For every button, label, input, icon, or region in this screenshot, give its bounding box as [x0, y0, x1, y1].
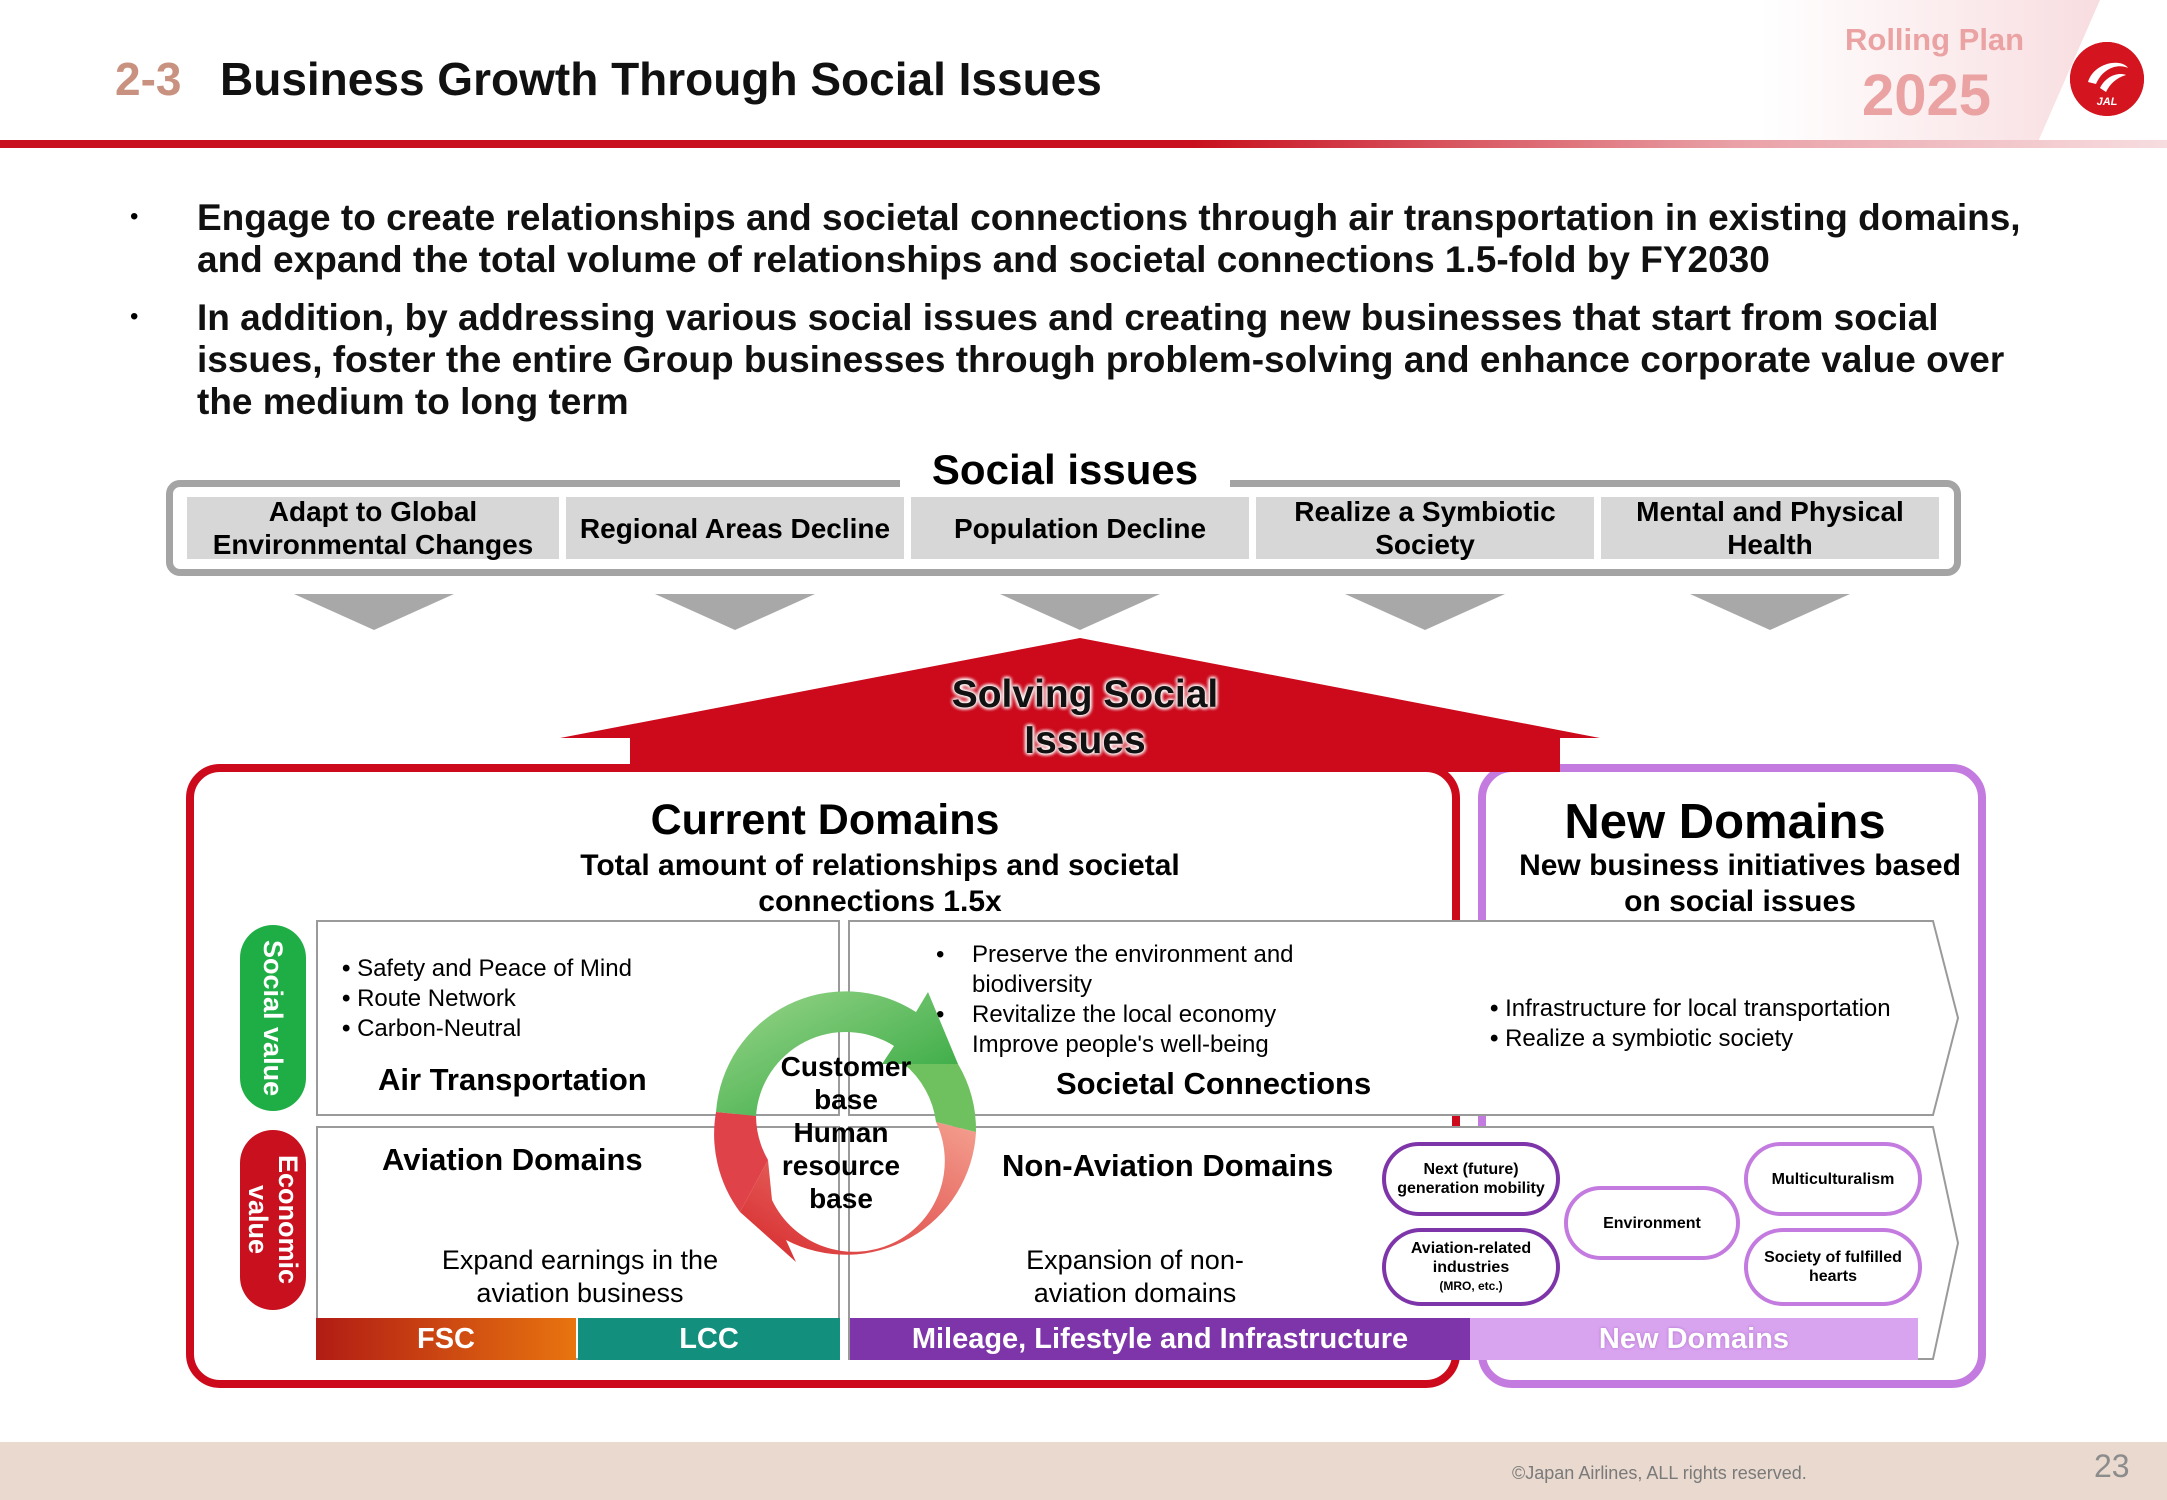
down-arrow-icon [1345, 594, 1505, 630]
mileage-lifestyle-bar: Mileage, Lifestyle and Infrastructure [850, 1318, 1470, 1360]
societal-connections-list: •Preserve the environment and biodiversi… [936, 940, 1352, 1060]
list-item: •Revitalize the local economy [936, 1001, 1277, 1028]
footer-bar [0, 1442, 2167, 1500]
environment-oval: Environment [1564, 1186, 1740, 1260]
bullet-text-1: Engage to create relationships and socie… [197, 197, 2021, 280]
economic-value-pill: Economic value [240, 1130, 306, 1310]
cycle-icon [714, 991, 977, 1262]
current-domains-title: Current Domains [650, 796, 1000, 844]
customer-base-label: Customer base [780, 1051, 912, 1115]
non-aviation-domains-label: Non-Aviation Domains [1002, 1148, 1334, 1183]
rolling-plan-badge [1760, 0, 2100, 140]
current-domains-subtitle: Total amount of relationships and societ… [580, 849, 1180, 918]
new-domains-subtitle: New business initiatives based on social… [1519, 849, 1961, 918]
human-resource-base-label: Human resource base [781, 1117, 901, 1214]
page-title: Business Growth Through Social Issues [220, 53, 1102, 105]
list-item: Infrastructure for local transportation [1490, 994, 1891, 1024]
down-arrow-icon [1000, 594, 1160, 630]
air-transportation-list: Safety and Peace of Mind Route Network C… [342, 954, 632, 1044]
aviation-related-industries-oval: Aviation-related industries (MRO, etc.) [1382, 1228, 1560, 1306]
social-issues-title: Social issues [900, 446, 1230, 494]
copyright: ©Japan Airlines, ALL rights reserved. [1512, 1463, 1807, 1483]
solving-social-issues-label: Solving Social Issues [951, 673, 1219, 762]
society-of-fulfilled-hearts-oval: Society of fulfilled hearts [1744, 1228, 1922, 1306]
list-item: •Improve people's well-being [936, 1031, 1269, 1058]
air-transportation-label: Air Transportation [378, 1062, 647, 1097]
lcc-bar: LCC [578, 1318, 840, 1360]
list-item: Route Network [342, 984, 632, 1014]
bullet-marker: • [130, 203, 139, 230]
page-number: 23 [2094, 1448, 2130, 1484]
list-item: Safety and Peace of Mind [342, 954, 632, 984]
list-item: Realize a symbiotic society [1490, 1024, 1891, 1054]
new-domains-title: New Domains [1564, 795, 1886, 849]
bullet-text-2: In addition, by addressing various socia… [197, 297, 2005, 422]
jal-logo-icon: JAL [2070, 42, 2144, 116]
aviation-domains-label: Aviation Domains [382, 1142, 643, 1177]
solving-social-issues-arrow-icon [560, 638, 1600, 772]
social-issue-item: Adapt to Global Environmental Changes [187, 496, 559, 560]
social-value-pill: Social value [240, 925, 306, 1111]
down-arrow-icon [1690, 594, 1850, 630]
social-issue-item: Population Decline [911, 497, 1249, 559]
next-generation-mobility-oval: Next (future) generation mobility [1382, 1142, 1560, 1216]
svg-text:JAL: JAL [2097, 96, 2118, 108]
aviation-domains-text: Expand earnings in the aviation business [441, 1245, 719, 1308]
social-issue-item: Regional Areas Decline [566, 497, 904, 559]
societal-connections-label: Societal Connections [1056, 1066, 1372, 1101]
multiculturalism-oval: Multiculturalism [1744, 1142, 1922, 1216]
social-issue-item: Mental and Physical Health [1601, 496, 1939, 560]
bullet-marker: • [130, 303, 139, 330]
rolling-plan-year: 2025 [1862, 63, 1992, 128]
non-aviation-domains-text: Expansion of non-aviation domains [1026, 1245, 1244, 1308]
list-item: •Preserve the environment and biodiversi… [936, 941, 1294, 998]
new-domains-bar: New Domains [1470, 1318, 1918, 1360]
down-arrow-icon [294, 594, 454, 630]
fsc-bar: FSC [316, 1318, 576, 1360]
header-divider [0, 140, 2167, 148]
societal-connections-chevron [848, 920, 1960, 1116]
list-item: Carbon-Neutral [342, 1014, 632, 1044]
social-issue-item: Realize a Symbiotic Society [1256, 496, 1594, 560]
new-societal-list: Infrastructure for local transportation … [1490, 994, 1891, 1054]
section-number: 2-3 [115, 53, 182, 105]
rolling-plan-label: Rolling Plan [1845, 22, 2025, 57]
down-arrow-icon [655, 594, 815, 630]
